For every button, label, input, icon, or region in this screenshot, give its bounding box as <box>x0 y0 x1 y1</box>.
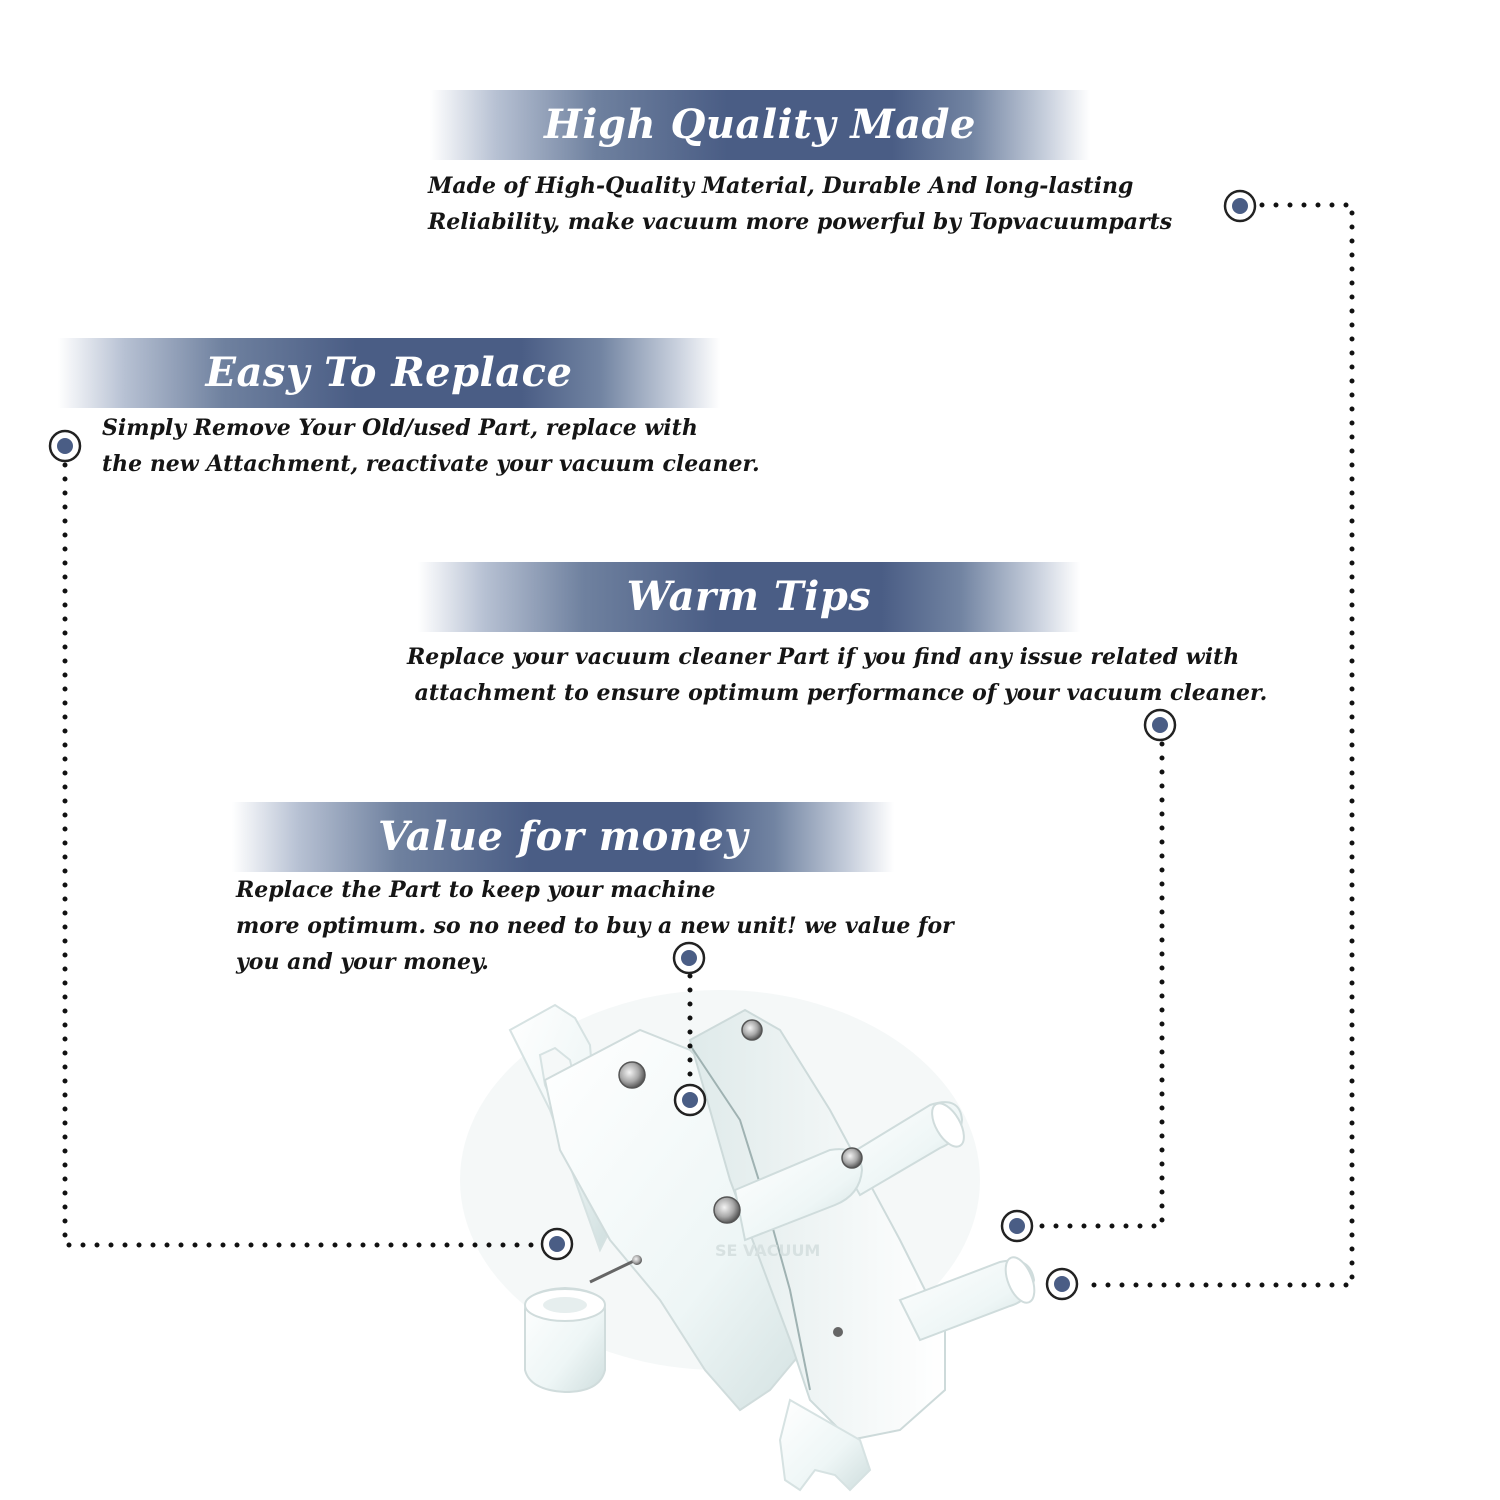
target-marker-icon <box>1045 1267 1079 1301</box>
target-marker-icon <box>1000 1209 1034 1243</box>
description-line: attachment to ensure optimum performance… <box>407 680 1268 706</box>
description-easy-to-replace: Simply Remove Your Old/used Part, replac… <box>102 410 760 482</box>
description-line: Made of High-Quality Material, Durable A… <box>428 173 1134 199</box>
connector-easy-replace <box>62 462 543 1248</box>
connector-lines <box>62 202 1355 1288</box>
connector-warm-tips <box>1032 741 1165 1229</box>
target-marker-icon <box>48 429 82 463</box>
description-line: Reliability, make vacuum more powerful b… <box>428 209 1173 235</box>
description-high-quality-made: Made of High-Quality Material, Durable A… <box>428 168 1172 240</box>
description-value-for-money: Replace the Part to keep your machine mo… <box>236 872 954 980</box>
description-line: Replace your vacuum cleaner Part if you … <box>407 644 1240 670</box>
target-marker-icon <box>1143 708 1177 742</box>
heading-warm-tips: Warm Tips <box>626 573 872 620</box>
banner-easy-to-replace: Easy To Replace <box>58 338 720 408</box>
connector-high-quality <box>1077 202 1355 1288</box>
description-warm-tips: Replace your vacuum cleaner Part if you … <box>407 639 1267 711</box>
target-markers <box>48 189 1257 1301</box>
description-line: more optimum. so no need to buy a new un… <box>236 913 954 939</box>
target-marker-icon <box>540 1227 574 1261</box>
heading-high-quality-made: High Quality Made <box>544 101 976 148</box>
part-watermark: SE VACUUM <box>715 1241 820 1260</box>
description-line: Simply Remove Your Old/used Part, replac… <box>102 415 698 441</box>
heading-easy-to-replace: Easy To Replace <box>205 349 573 396</box>
heading-value-for-money: Value for money <box>377 813 749 860</box>
target-marker-icon <box>673 1083 707 1117</box>
banner-high-quality-made: High Quality Made <box>430 90 1090 160</box>
description-line: the new Attachment, reactivate your vacu… <box>102 451 760 477</box>
target-marker-icon <box>1223 189 1257 223</box>
banner-warm-tips: Warm Tips <box>418 562 1080 632</box>
banner-value-for-money: Value for money <box>232 802 894 872</box>
description-line: Replace the Part to keep your machine <box>236 877 716 903</box>
target-marker-icon <box>672 941 706 975</box>
description-line: you and your money. <box>236 949 489 975</box>
vacuum-part-image: SE VACUUM <box>460 990 1036 1492</box>
